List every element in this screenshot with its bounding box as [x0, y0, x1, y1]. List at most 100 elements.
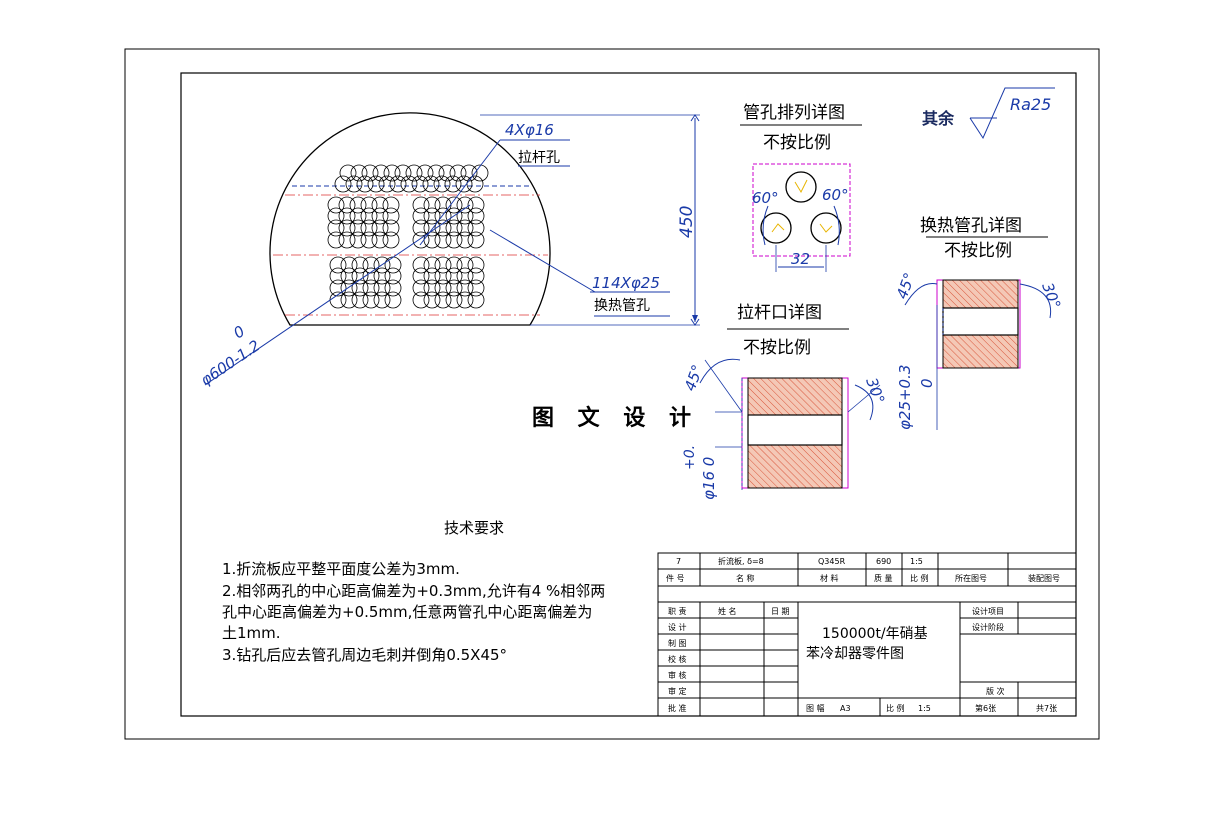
role-0: 职 责: [668, 606, 687, 616]
requirement-line-4: 土1mm.: [222, 624, 281, 642]
tube-hole: [411, 175, 429, 193]
tube-hole: [338, 231, 356, 249]
tube-hole: [382, 219, 400, 237]
tube-hole: [445, 196, 463, 214]
tube-hole: [338, 196, 356, 214]
tube-hole: [371, 231, 389, 249]
tube-layout-detail: 管孔排列详图 不按比例 60° 60° 32: [740, 103, 862, 272]
tube-hole: [434, 207, 452, 225]
tube-hole: [412, 231, 430, 249]
tie-rod-count: 4Xφ16: [505, 121, 554, 139]
title-block: [657, 552, 1077, 717]
tube-hole: [423, 291, 441, 309]
tube-hole-angle-45: 45°: [893, 270, 919, 301]
tube-hole: [455, 175, 473, 193]
tube-hole: [434, 231, 452, 249]
tube-hole: [445, 279, 463, 297]
tube-count: 114Xφ25: [592, 274, 660, 292]
tube-hole-detail: 换热管孔详图 不按比例 45° 30° φ25+0.3 0: [893, 216, 1064, 430]
tube-hole: [412, 256, 430, 274]
scale-value: 1:5: [918, 704, 931, 713]
plate-diameter: φ600-1.2: [197, 336, 263, 389]
tube-hole: [373, 256, 391, 274]
tube-hole: [438, 164, 456, 182]
tube-hole-angle-30: 30°: [1038, 280, 1064, 311]
tie-rod-angle-30: 30°: [862, 375, 888, 406]
tube-hole: [423, 196, 441, 214]
header-name: 名 称: [736, 573, 755, 583]
tube-hole: [434, 256, 452, 274]
requirement-line-2: 2.相邻两孔的中心距高偏差为+0.3mm,允许有4 %相邻两: [222, 582, 605, 600]
part-scale: 1:5: [910, 557, 923, 566]
tube-hole: [423, 207, 441, 225]
tube-hole: [384, 267, 402, 285]
tube-hole: [400, 175, 418, 193]
tube-hole: [338, 219, 356, 237]
tube-hole: [434, 279, 452, 297]
tube-hole: [362, 256, 380, 274]
tube-hole: [412, 196, 430, 214]
col-name: 姓 名: [718, 606, 737, 616]
title-block-text: 7 折流板, δ=8 Q345R 690 1:5 件 号 名 称 材 料 质 量…: [666, 556, 1060, 713]
tube-hole: [456, 196, 474, 214]
role-3: 校 核: [668, 654, 687, 664]
tube-hole: [371, 219, 389, 237]
tube-hole: [360, 207, 378, 225]
tube-hole: [371, 207, 389, 225]
tube-hole: [362, 279, 380, 297]
height-dimension: 450: [677, 206, 697, 238]
tube-hole: [362, 291, 380, 309]
tube-hole: [467, 291, 485, 309]
tube-hole: [445, 207, 463, 225]
tube-hole-title: 换热管孔详图: [920, 216, 1022, 236]
version-label: 版 次: [986, 686, 1005, 696]
tube-layout-subtitle: 不按比例: [763, 133, 831, 153]
tube-hole: [412, 267, 430, 285]
requirement-line-5: 3.钻孔后应去管孔周边毛刺并倒角0.5X45°: [222, 646, 507, 664]
roughness-prefix: 其余: [922, 109, 955, 128]
tube-hole: [361, 164, 379, 182]
header-material: 材 料: [820, 573, 839, 583]
tube-layout-title: 管孔排列详图: [743, 103, 845, 123]
tube-hole: [423, 256, 441, 274]
role-2: 制 图: [668, 638, 687, 648]
tube-hole: [345, 175, 363, 193]
requirement-line-1: 1.折流板应平整平面度公差为3mm.: [222, 560, 460, 578]
outer-frame: [124, 48, 1100, 740]
tube-hole: [349, 207, 367, 225]
tube-hole: [356, 175, 374, 193]
studio-title: 图 文 设 计: [532, 405, 699, 431]
tube-hole: [444, 175, 462, 193]
tube-hole: [412, 291, 430, 309]
tube-hole: [373, 291, 391, 309]
tube-hole-diameter: φ25+0.3: [896, 365, 914, 430]
tube-hole: [329, 256, 347, 274]
tube-hole: [378, 175, 396, 193]
pitch-dimension: 32: [791, 250, 810, 268]
drawing-title-line-1: 150000t/年硝基: [822, 625, 928, 642]
tube-hole: [412, 207, 430, 225]
requirement-line-3: 孔中心距高偏差为+0.5mm,任意两管孔中心距离偏差为: [222, 603, 592, 621]
tube-hole: [445, 231, 463, 249]
tube-hole: [467, 207, 485, 225]
design-project: 设计项目: [972, 606, 1004, 616]
tube-hole: [467, 256, 485, 274]
header-assembly-no: 装配图号: [1028, 573, 1060, 583]
tube-hole: [329, 267, 347, 285]
tube-hole: [339, 164, 357, 182]
tube-hole: [405, 164, 423, 182]
tie-rod-tolerance: +0.: [682, 445, 698, 470]
inner-frame: [180, 72, 1077, 717]
tie-rod-diameter: φ16 0: [700, 457, 718, 500]
tube-hole: [423, 219, 441, 237]
design-stage: 设计阶段: [972, 622, 1004, 632]
tube-hole: [360, 196, 378, 214]
part-name: 折流板, δ=8: [718, 556, 764, 566]
tube-hole: [350, 164, 368, 182]
tube-hole: [349, 231, 367, 249]
tube-hole: [467, 267, 485, 285]
col-date: 日 期: [771, 607, 790, 616]
role-6: 批 准: [668, 703, 687, 713]
tube-hole: [416, 164, 434, 182]
format-label: 图 幅: [806, 703, 825, 713]
